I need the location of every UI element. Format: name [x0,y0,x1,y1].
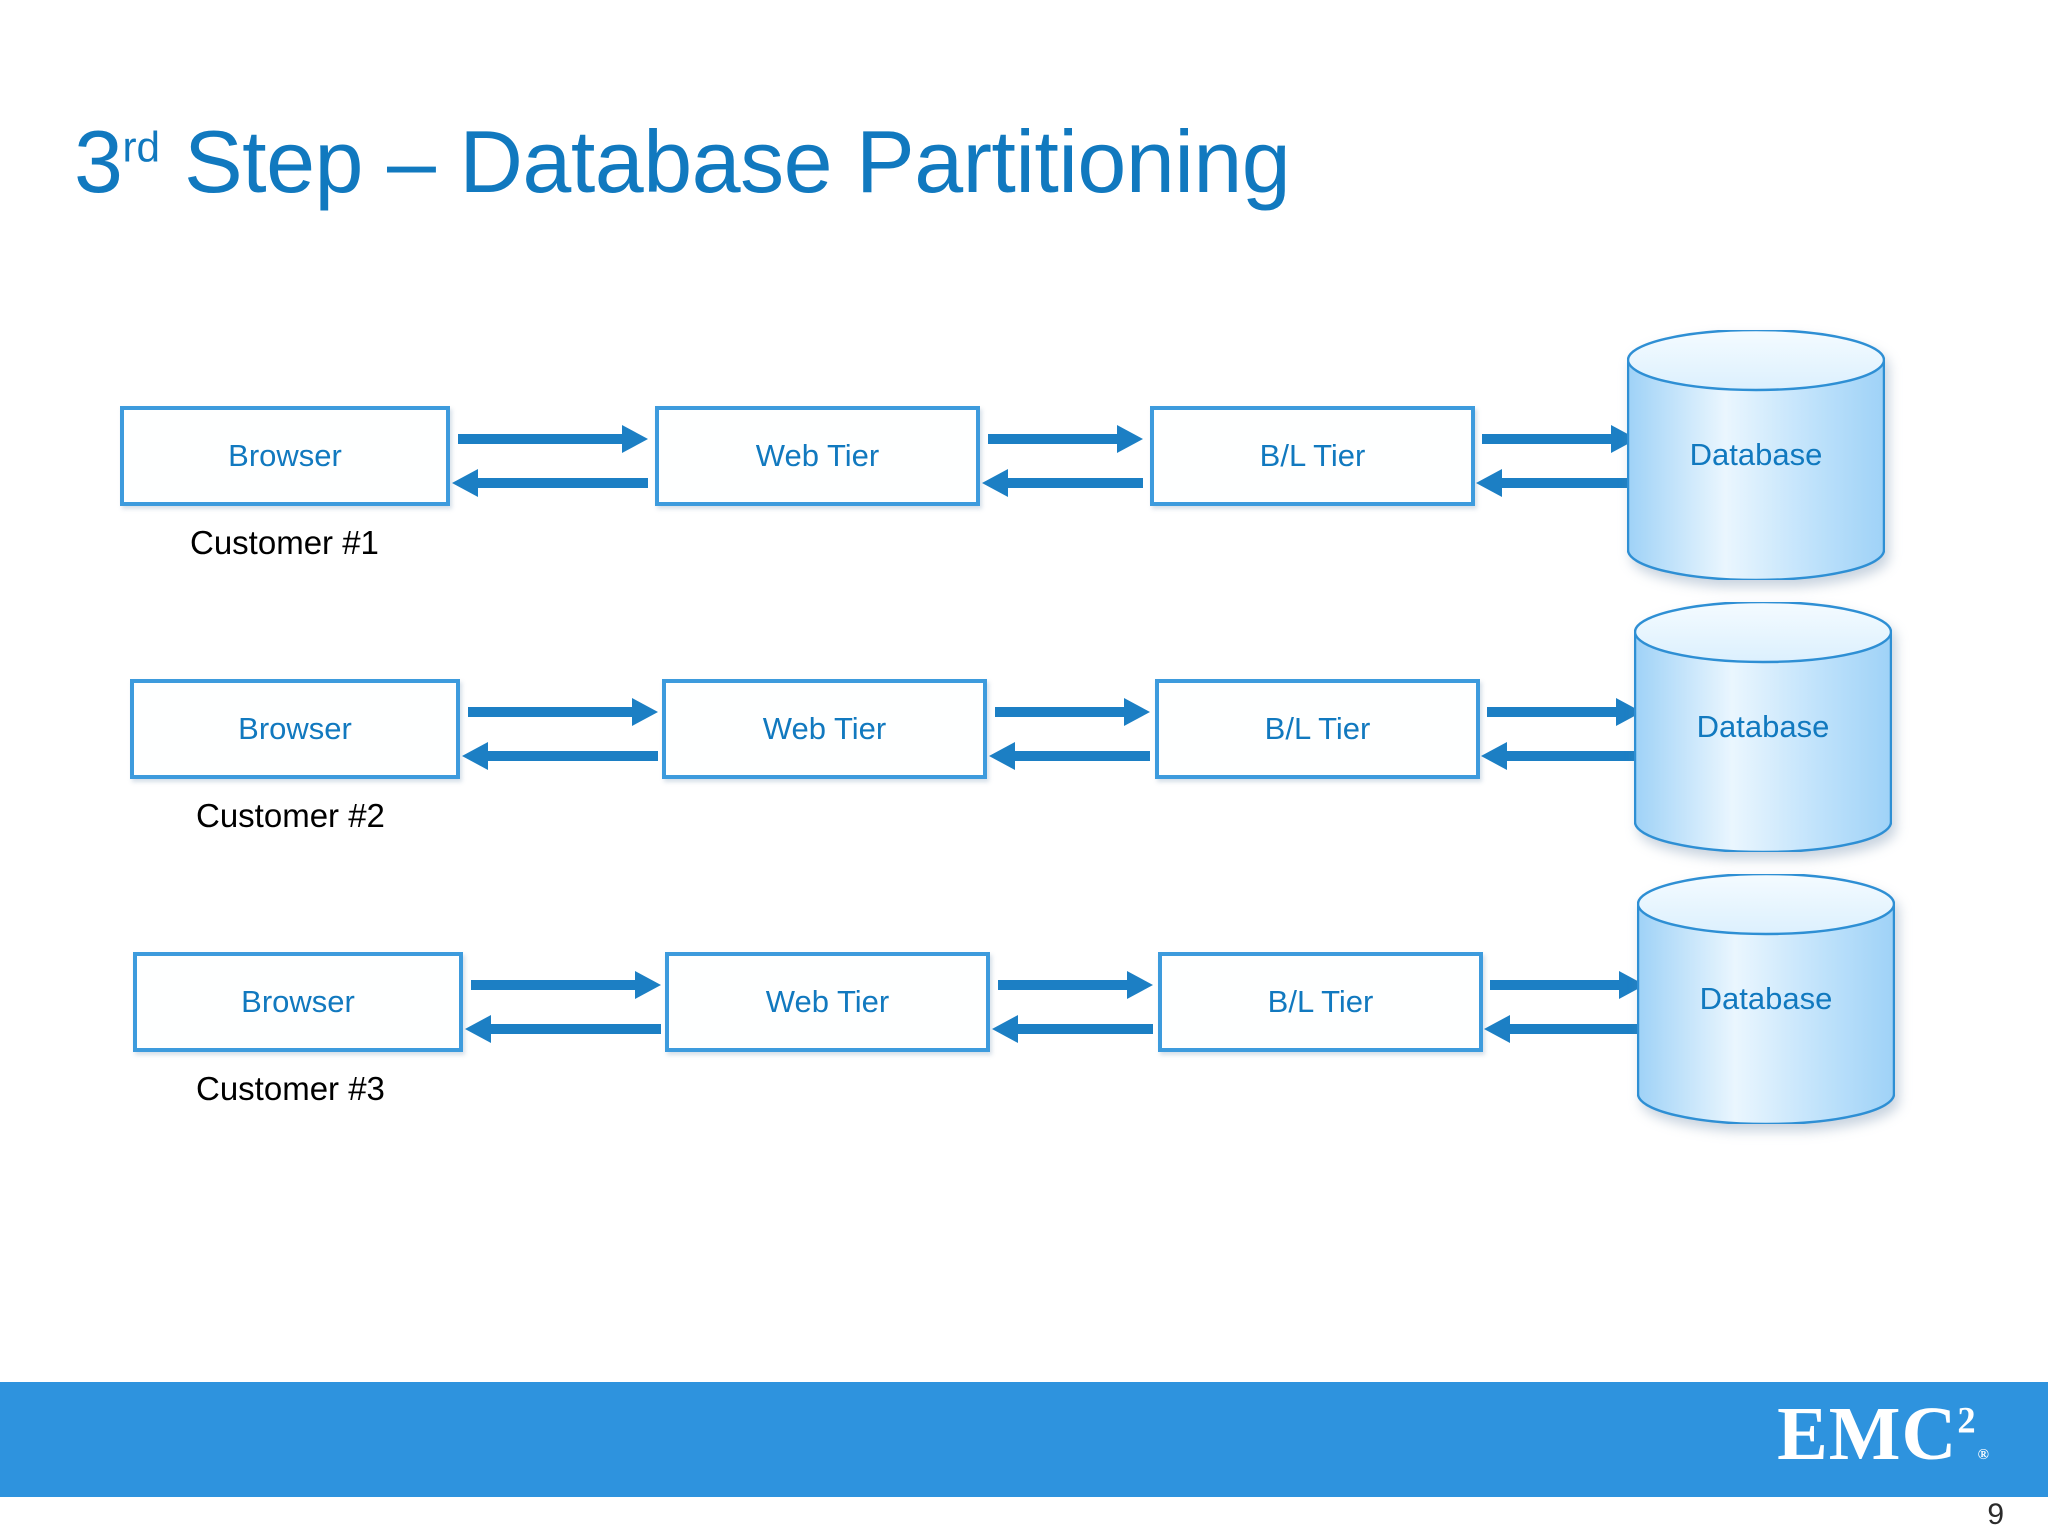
node-box-browser: Browser [133,952,463,1052]
node-box-web-tier: Web Tier [662,679,987,779]
flow-arrow-left [465,1015,661,1043]
arrow-shaft [1498,478,1637,488]
arrow-head-icon [465,1015,491,1043]
flow-arrow-right [998,971,1153,999]
node-box-browser: Browser [130,679,460,779]
arrow-head-icon [452,469,478,497]
flow-arrow-left [982,469,1143,497]
arrow-shaft [1490,980,1623,990]
arrow-head-icon [1484,1015,1510,1043]
flow-arrow-right [1487,698,1642,726]
title-ordinal-suffix: rd [122,123,161,171]
node-box-b-l-tier: B/L Tier [1155,679,1480,779]
arrow-shaft [1503,751,1642,761]
customer-label: Customer #1 [190,524,379,561]
arrow-head-icon [982,469,1008,497]
arrow-shaft [468,707,636,717]
node-box-label: B/L Tier [1259,438,1366,473]
arrow-head-icon [1124,698,1150,726]
node-box-label: Web Tier [765,984,890,1019]
registered-trademark-icon: ® [1977,1446,1990,1463]
node-box-label: Web Tier [762,711,887,746]
flow-arrow-right [1482,425,1637,453]
node-box-web-tier: Web Tier [655,406,980,506]
node-box-browser: Browser [120,406,450,506]
arrow-shaft [1482,434,1615,444]
page-number: 9 [1987,1498,2004,1531]
flow-arrow-right [995,698,1150,726]
node-box-web-tier: Web Tier [665,952,990,1052]
flow-arrow-right [468,698,658,726]
flow-arrow-right [458,425,648,453]
arrow-shaft [474,478,648,488]
flow-arrow-left [1484,1015,1645,1043]
arrow-head-icon [635,971,661,999]
node-box-label: B/L Tier [1264,711,1371,746]
flow-arrow-right [988,425,1143,453]
flow-arrow-left [989,742,1150,770]
emc-logo: EMC2® [1777,1396,1990,1472]
customer-label: Customer #2 [196,797,385,834]
database-cylinder [1627,330,1885,580]
arrow-head-icon [622,425,648,453]
customer-label: Customer #3 [196,1070,385,1107]
node-box-b-l-tier: B/L Tier [1158,952,1483,1052]
arrow-shaft [1506,1024,1645,1034]
node-box-label: Browser [241,984,355,1019]
footer-bar: EMC2® [0,1382,2048,1497]
database-cylinder [1637,874,1895,1124]
flow-arrow-right [1490,971,1645,999]
emc-logo-superscript: 2 [1957,1399,1977,1441]
node-box-b-l-tier: B/L Tier [1150,406,1475,506]
arrow-head-icon [1127,971,1153,999]
flow-arrow-left [462,742,658,770]
arrow-head-icon [632,698,658,726]
arrow-shaft [1014,1024,1153,1034]
flow-arrow-left [452,469,648,497]
arrow-shaft [1487,707,1620,717]
node-box-label: Browser [228,438,342,473]
node-box-label: Web Tier [755,438,880,473]
arrow-shaft [487,1024,661,1034]
node-box-label: B/L Tier [1267,984,1374,1019]
arrow-shaft [998,980,1131,990]
arrow-head-icon [1481,742,1507,770]
arrow-head-icon [989,742,1015,770]
arrow-shaft [1004,478,1143,488]
arrow-head-icon [1117,425,1143,453]
arrow-shaft [471,980,639,990]
database-cylinder [1634,602,1892,852]
flow-arrow-left [1481,742,1642,770]
flow-arrow-right [471,971,661,999]
arrow-shaft [995,707,1128,717]
flow-arrow-left [992,1015,1153,1043]
arrow-head-icon [462,742,488,770]
title-number: 3 [74,112,123,211]
arrow-head-icon [1476,469,1502,497]
page-title: 3rd Step – Database Partitioning [74,118,1774,206]
emc-logo-text: EMC [1777,1392,1958,1476]
title-main-text: Step – Database Partitioning [183,112,1291,211]
arrow-shaft [458,434,626,444]
arrow-shaft [1011,751,1150,761]
node-box-label: Browser [238,711,352,746]
arrow-shaft [484,751,658,761]
arrow-shaft [988,434,1121,444]
arrow-head-icon [992,1015,1018,1043]
flow-arrow-left [1476,469,1637,497]
